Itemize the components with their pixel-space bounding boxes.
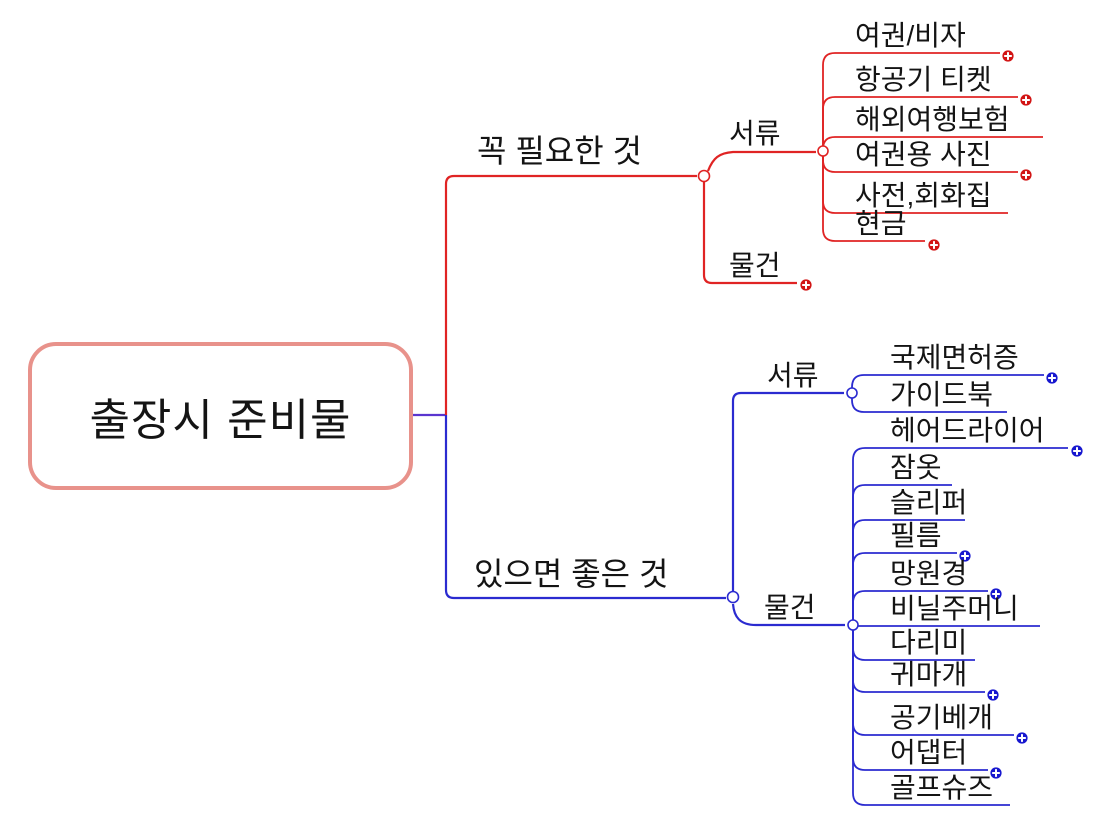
node-plastic-bags[interactable]: 비닐주머니 (890, 593, 1019, 624)
required-documents-connector (706, 150, 816, 172)
node-intl-license[interactable]: 국제면허증 (890, 342, 1019, 373)
expand-plus-icon[interactable] (987, 689, 999, 701)
expand-plus-icon[interactable] (800, 279, 812, 291)
node-binoculars[interactable]: 망원경 (890, 558, 968, 589)
node-adapter[interactable]: 어댑터 (890, 737, 968, 768)
node-guidebook[interactable]: 가이드북 (890, 379, 994, 410)
expand-plus-icon[interactable] (990, 588, 1002, 600)
expand-plus-icon[interactable] (1020, 169, 1032, 181)
required-things-label[interactable]: 물건 (729, 250, 781, 281)
branch-optional-label[interactable]: 있으면 좋은 것 (474, 556, 669, 592)
expand-plus-icon[interactable] (1020, 94, 1032, 106)
branch-required-label[interactable]: 꼭 필요한 것 (477, 133, 642, 169)
node-hair-dryer[interactable]: 헤어드라이어 (890, 415, 1045, 446)
branch-junction-icon[interactable] (697, 169, 711, 183)
node-dictionary-phrasebook[interactable]: 사전,회화집 (855, 180, 992, 211)
node-golf-shoes[interactable]: 골프슈즈 (890, 772, 994, 803)
expand-plus-icon[interactable] (928, 239, 940, 251)
optional-documents-label[interactable]: 서류 (767, 360, 819, 391)
optional-things-label[interactable]: 물건 (764, 592, 816, 623)
expand-plus-icon[interactable] (1071, 445, 1083, 457)
node-flight-ticket[interactable]: 항공기 티켓 (855, 64, 992, 95)
required-documents-label[interactable]: 서류 (729, 118, 781, 149)
node-air-pillow[interactable]: 공기베개 (890, 702, 994, 733)
optional-documents-connector (731, 391, 844, 591)
required-things-connector (702, 182, 797, 285)
node-slippers[interactable]: 슬리퍼 (890, 487, 968, 518)
branch-junction-icon[interactable] (726, 590, 740, 604)
required-branch-connector (444, 174, 697, 415)
node-earplugs[interactable]: 귀마개 (890, 659, 968, 690)
expand-plus-icon[interactable] (1002, 50, 1014, 62)
node-iron[interactable]: 다리미 (890, 627, 968, 658)
expand-plus-icon[interactable] (1016, 732, 1028, 744)
root-node[interactable]: 출장시 준비물 (28, 342, 413, 490)
expand-plus-icon[interactable] (990, 767, 1002, 779)
node-passport-visa[interactable]: 여권/비자 (855, 20, 966, 51)
node-cash[interactable]: 현금 (855, 208, 907, 239)
branch-junction-icon[interactable] (846, 387, 858, 399)
expand-plus-icon[interactable] (959, 550, 971, 562)
optional-things-connector (731, 603, 845, 627)
expand-plus-icon[interactable] (1046, 372, 1058, 384)
branch-junction-icon[interactable] (817, 145, 829, 157)
node-pajamas[interactable]: 잠옷 (890, 452, 942, 483)
node-passport-photo[interactable]: 여권용 사진 (855, 139, 992, 170)
branch-junction-icon[interactable] (847, 619, 859, 631)
optional-branch-connector (444, 415, 726, 600)
node-film[interactable]: 필름 (890, 520, 942, 551)
root-node-label: 출장시 준비물 (89, 396, 352, 445)
node-travel-insurance[interactable]: 해외여행보험 (855, 104, 1010, 135)
